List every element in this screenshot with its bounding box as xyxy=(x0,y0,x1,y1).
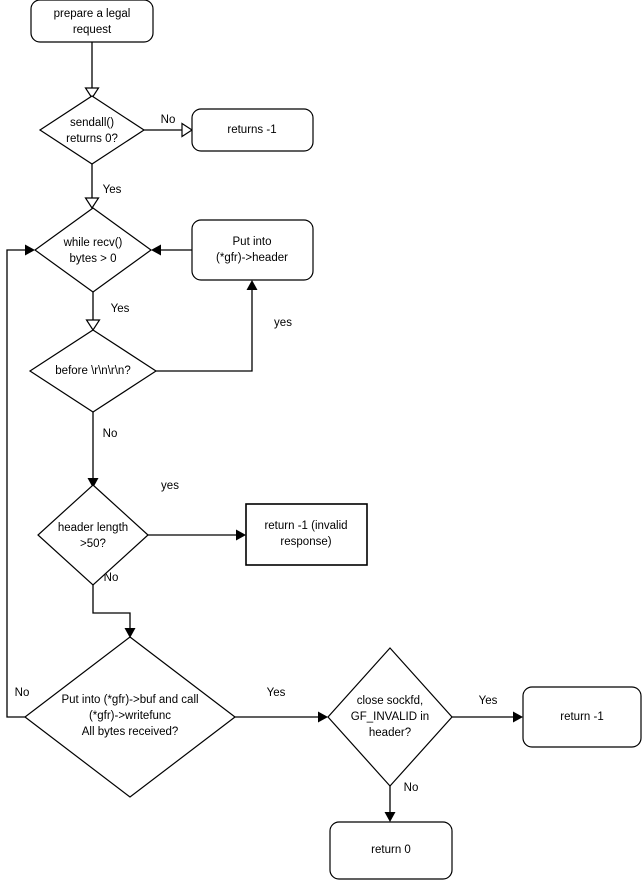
node-label-line-1: return 0 xyxy=(371,844,411,856)
node-label-line-2: returns 0? xyxy=(66,133,118,145)
edge-label-headerlen-no: No xyxy=(104,572,119,584)
node-return-minus-1-bottom[interactable]: return -1 xyxy=(522,686,642,748)
node-shape-rounded xyxy=(191,108,314,152)
node-shape-rounded xyxy=(30,0,154,43)
node-put-into-header[interactable]: Put into (*gfr)->header xyxy=(191,219,314,281)
edge-label-sendall-yes: Yes xyxy=(103,184,122,196)
node-shape-diamond xyxy=(37,484,149,586)
edge-sockfd-yes: Yes xyxy=(452,695,523,723)
node-label-line-1: Put into (*gfr)->buf and call xyxy=(61,694,198,706)
node-close-sockfd[interactable]: close sockfd, GF_INVALID in header? xyxy=(327,647,453,787)
node-shape-diamond xyxy=(38,95,146,165)
arrowhead-open-icon xyxy=(181,122,194,138)
node-label-line-1: sendall() xyxy=(70,117,114,129)
edge-headerlen-no: No xyxy=(92,572,136,638)
arrowhead-filled-icon xyxy=(151,244,161,256)
edge-label-sockfd-yes: Yes xyxy=(479,695,498,707)
node-prepare-legal-request[interactable]: prepare a legal request xyxy=(30,0,154,43)
node-while-recv-bytes[interactable]: while recv() bytes > 0 xyxy=(33,207,153,293)
edge-label-crlf-no: No xyxy=(103,428,118,440)
edge-headerlen-yes: yes xyxy=(148,480,246,541)
node-label-line-1: before \r\n\r\n? xyxy=(55,365,130,377)
node-returns-minus-1-top[interactable]: returns -1 xyxy=(191,108,314,152)
edge-header-to-recv xyxy=(151,244,192,256)
arrowhead-filled-icon xyxy=(318,711,328,723)
node-label-line-1: return -1 (invalid xyxy=(264,520,347,532)
node-shape-square xyxy=(245,503,368,566)
edge-label-headerlen-yes: yes xyxy=(161,480,179,492)
node-layer: prepare a legal request sendall() return… xyxy=(24,0,642,880)
node-shape-diamond xyxy=(327,647,453,787)
node-shape-rounded xyxy=(191,219,314,281)
edge-line xyxy=(92,585,131,628)
edge-sendall-yes: Yes xyxy=(84,164,122,210)
edge-crlf-no: No xyxy=(87,412,118,488)
arrowhead-filled-icon xyxy=(124,628,136,638)
edge-recv-yes: Yes xyxy=(85,292,130,332)
node-label-line-2: GF_INVALID in xyxy=(351,711,429,723)
edge-line xyxy=(156,290,253,372)
node-before-crlf[interactable]: before \r\n\r\n? xyxy=(28,329,158,413)
edge-layer: No Yes Yes yes xyxy=(6,42,523,822)
arrowhead-open-icon xyxy=(85,319,101,332)
node-label-line-3: header? xyxy=(369,727,411,739)
node-label-line-3: All bytes received? xyxy=(82,726,179,738)
edge-label-sockfd-no: No xyxy=(404,782,419,794)
edge-line xyxy=(6,249,25,718)
node-label-line-2: request xyxy=(73,24,112,36)
node-label-line-2: >50? xyxy=(80,538,106,550)
node-shape-rounded xyxy=(522,686,642,748)
arrowhead-filled-icon xyxy=(25,244,35,256)
node-shape-diamond xyxy=(28,329,158,413)
node-shape-diamond xyxy=(24,636,236,798)
node-label-line-1: while recv() xyxy=(63,237,123,249)
edge-sockfd-no: No xyxy=(384,782,419,822)
node-label-line-1: close sockfd, xyxy=(357,695,423,707)
arrowhead-filled-icon xyxy=(87,478,99,488)
arrowhead-open-icon xyxy=(84,87,100,100)
node-label-line-1: prepare a legal xyxy=(54,8,131,20)
node-sendall-returns-0[interactable]: sendall() returns 0? xyxy=(38,95,146,165)
node-header-length[interactable]: header length >50? xyxy=(37,484,149,586)
arrowhead-open-icon xyxy=(84,197,100,210)
node-label-line-1: returns -1 xyxy=(227,124,276,136)
node-shape-rounded xyxy=(329,821,453,880)
node-label-line-2: response) xyxy=(280,536,331,548)
node-return-minus-1-invalid[interactable]: return -1 (invalid response) xyxy=(245,503,368,566)
edge-crlf-yes: yes xyxy=(156,280,292,372)
node-return-0[interactable]: return 0 xyxy=(329,821,453,880)
edge-label-crlf-yes: yes xyxy=(274,317,292,329)
edge-buf-no: No xyxy=(6,244,35,718)
node-label-line-1: Put into xyxy=(233,236,272,248)
node-label-line-2: (*gfr)->header xyxy=(216,252,288,264)
arrowhead-filled-icon xyxy=(384,812,396,822)
node-shape-diamond xyxy=(33,207,153,293)
node-label-line-1: return -1 xyxy=(560,711,603,723)
node-put-into-buf[interactable]: Put into (*gfr)->buf and call (*gfr)->wr… xyxy=(24,636,236,798)
node-label-line-1: header length xyxy=(58,522,128,534)
arrowhead-filled-icon xyxy=(513,711,523,723)
edge-label-sendall-no: No xyxy=(161,114,176,126)
edge-start-to-sendall xyxy=(84,42,100,100)
edge-sendall-no: No xyxy=(144,114,194,138)
node-label-line-2: bytes > 0 xyxy=(70,253,117,265)
edge-label-buf-yes: Yes xyxy=(267,687,286,699)
edge-buf-yes: Yes xyxy=(235,687,328,723)
arrowhead-filled-icon xyxy=(246,280,258,290)
edge-label-buf-no: No xyxy=(15,687,30,699)
arrowhead-filled-icon xyxy=(236,529,246,541)
node-label-line-2: (*gfr)->writefunc xyxy=(89,710,171,722)
edge-label-recv-yes: Yes xyxy=(111,303,130,315)
